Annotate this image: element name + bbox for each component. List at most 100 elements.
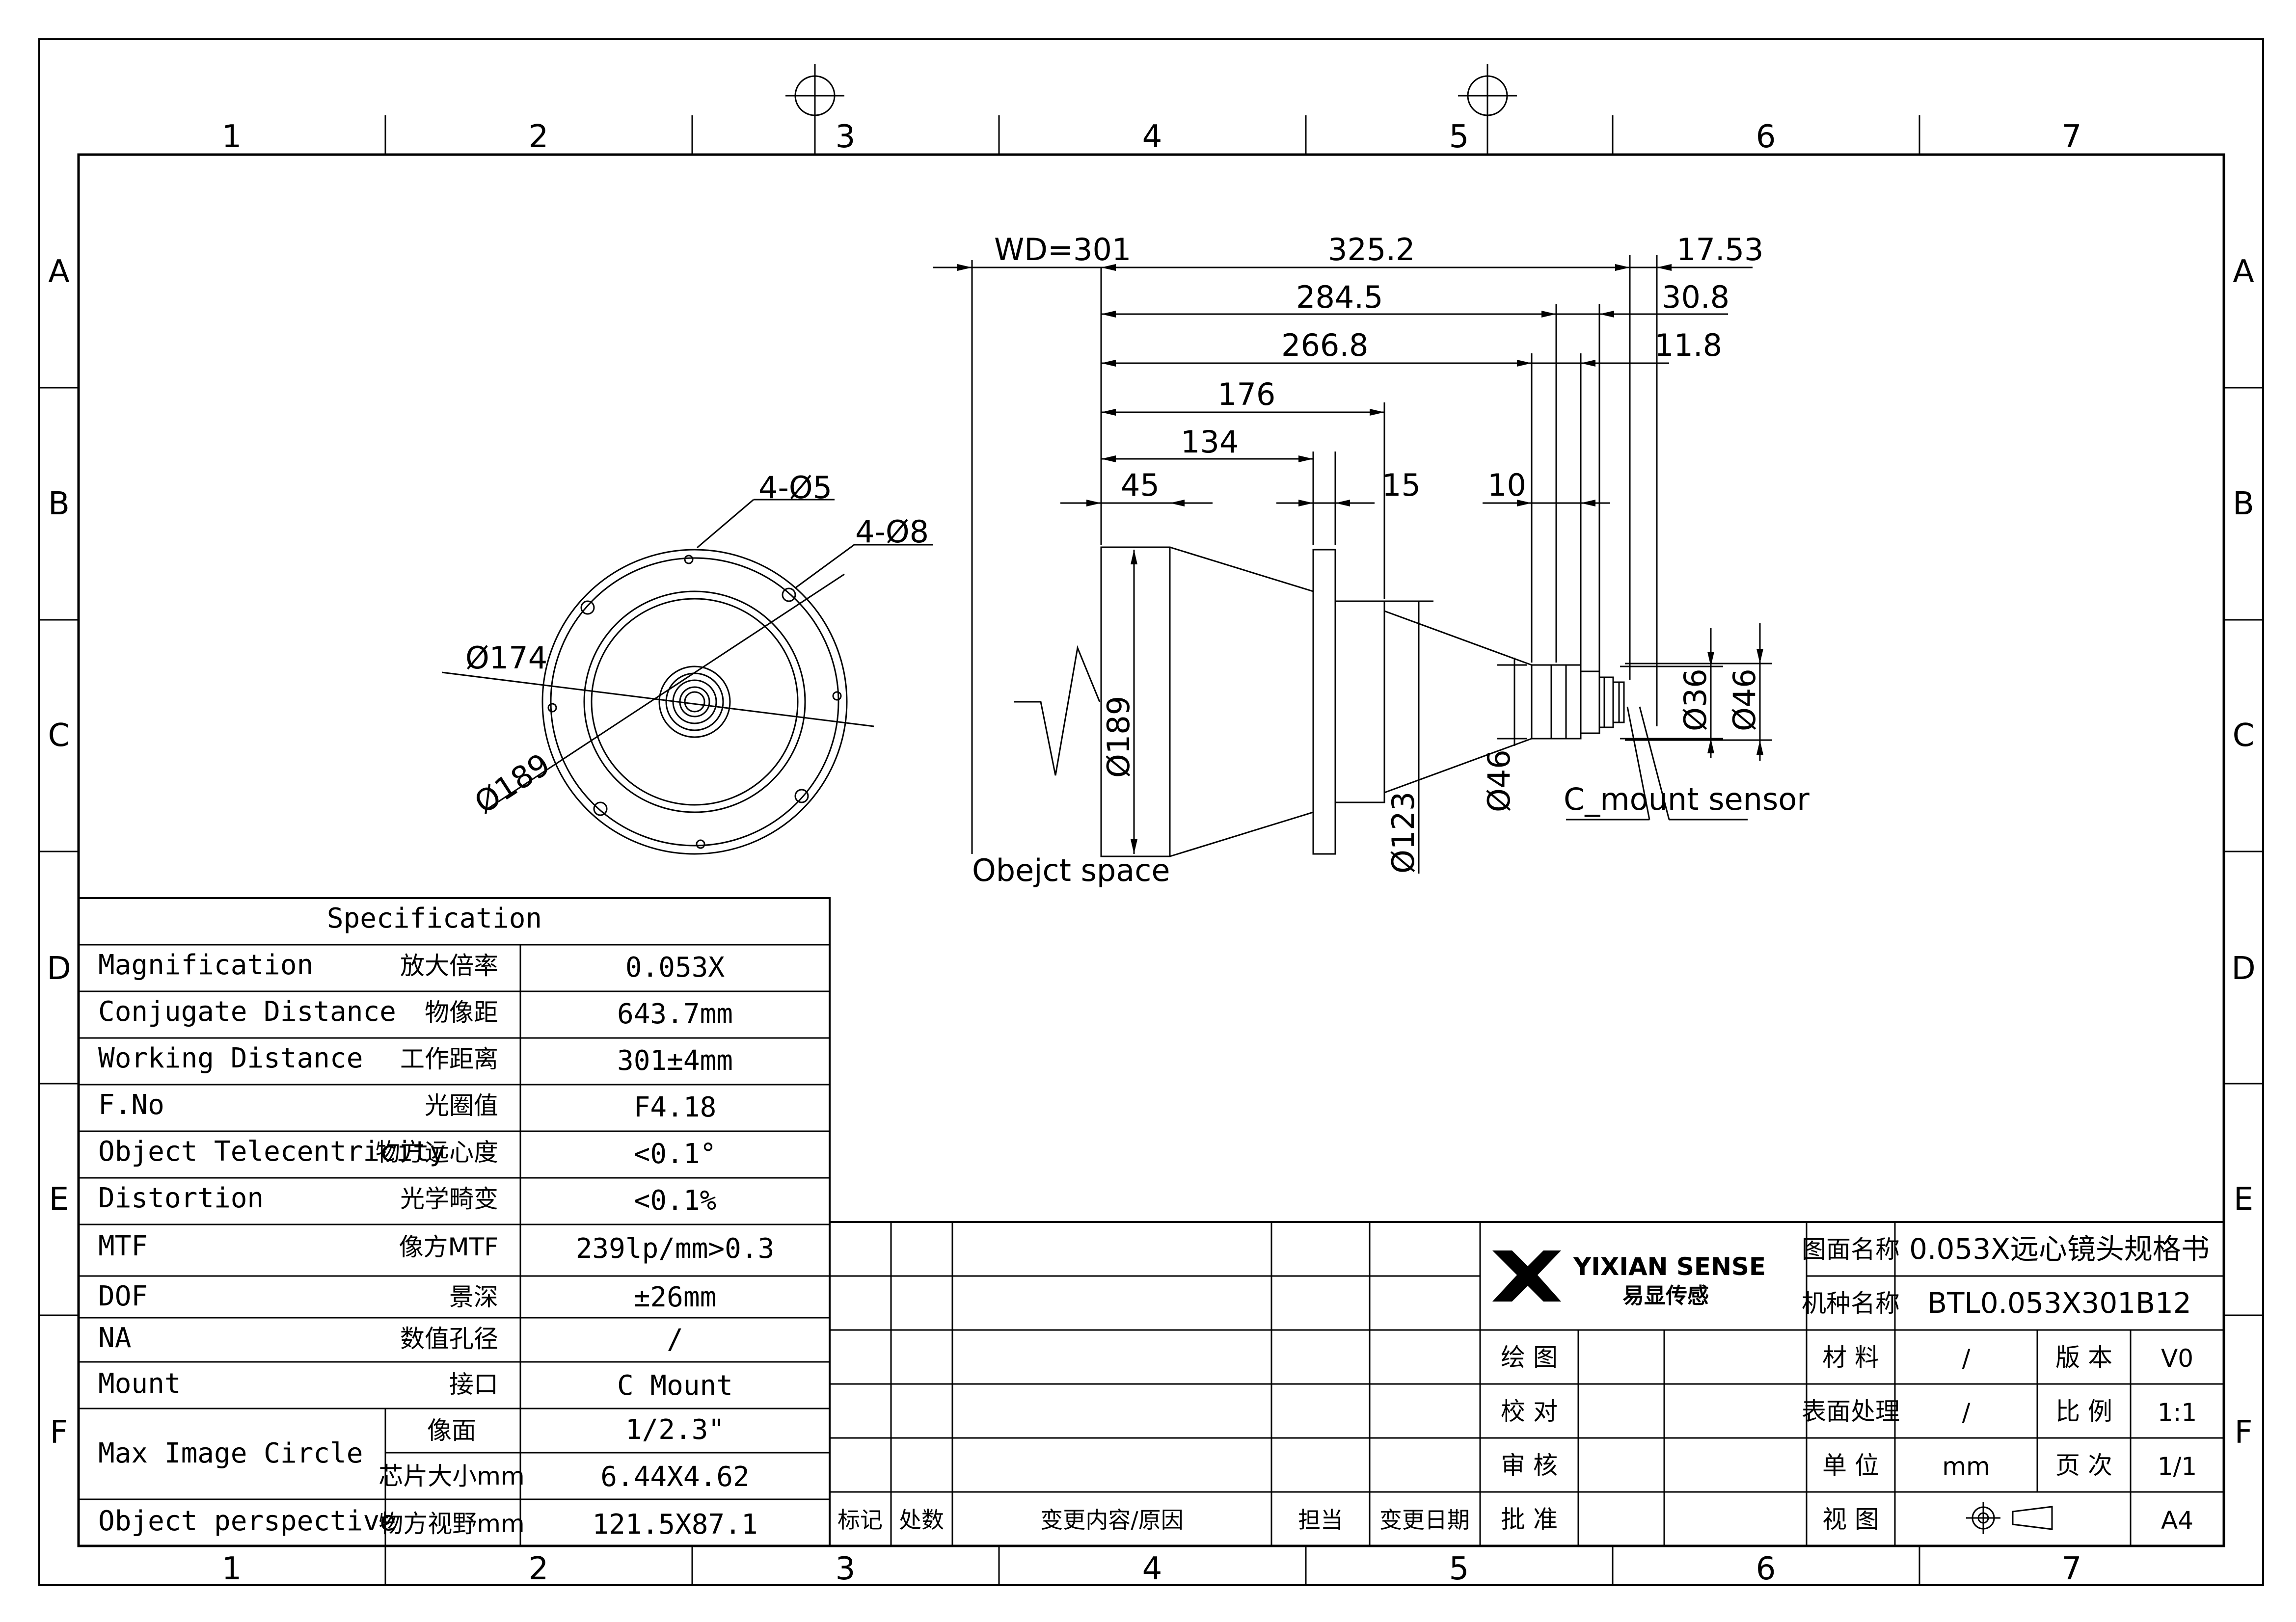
page-value: 1/1 bbox=[2158, 1452, 2197, 1481]
dim-dia-46-rear-label: Ø46 bbox=[1727, 668, 1762, 731]
rev-content-header: 变更内容/原因 bbox=[1040, 1507, 1184, 1533]
page-label: 页 次 bbox=[2055, 1451, 2112, 1480]
object-perspective-label: Object perspective bbox=[98, 1505, 396, 1537]
spec-row-en: Mount bbox=[98, 1368, 181, 1400]
scale-value: 1:1 bbox=[2158, 1398, 2197, 1427]
dim-30-8-label: 30.8 bbox=[1662, 279, 1729, 315]
spec-row-en: Distortion bbox=[98, 1182, 264, 1214]
title-block-text: 图面名称 0.053X远心镜头规格书 机种名称 BTL0.053X301B12 … bbox=[837, 1232, 2210, 1535]
version-value: V0 bbox=[2161, 1344, 2193, 1373]
spec-row-cn: 放大倍率 bbox=[400, 952, 498, 980]
row-label-right: E bbox=[2234, 1181, 2253, 1218]
row-label-left: A bbox=[48, 254, 70, 290]
spec-row-value: 0.053X bbox=[625, 952, 725, 984]
grid-labels: 1 2 3 4 5 6 7 1 2 3 4 5 6 7 A B C D E F … bbox=[47, 119, 2255, 1587]
sheet-size: A4 bbox=[2161, 1506, 2193, 1535]
dim-dia-123-label: Ø123 bbox=[1385, 792, 1421, 874]
check-label: 校 对 bbox=[1501, 1397, 1558, 1426]
spec-row-en: Working Distance bbox=[98, 1042, 363, 1074]
col-label-top: 1 bbox=[222, 119, 242, 155]
spec-row-value: / bbox=[667, 1324, 683, 1356]
rev-mark-header: 标记 bbox=[837, 1507, 883, 1533]
sensor-label: C_mount sensor bbox=[1564, 781, 1810, 817]
col-label-top: 5 bbox=[1449, 119, 1469, 155]
view-label: 视 图 bbox=[1822, 1505, 1879, 1534]
diameter-174-label: Ø174 bbox=[465, 640, 547, 676]
spec-row-cn: 数值孔径 bbox=[400, 1325, 498, 1353]
drawing-name-label: 图面名称 bbox=[1802, 1235, 1900, 1264]
spec-table-text: Specification Magnification 放大倍率 0.053X … bbox=[98, 903, 774, 1541]
chip-size-value: 6.44X4.62 bbox=[600, 1461, 749, 1493]
spec-row-en: F.No bbox=[98, 1089, 164, 1121]
col-label-bottom: 3 bbox=[836, 1551, 856, 1587]
review-label: 审 核 bbox=[1501, 1451, 1558, 1480]
spec-row-cn: 物方远心度 bbox=[376, 1138, 498, 1167]
object-fov-label: 物方视野mm bbox=[378, 1510, 524, 1538]
dim-dia-36-label: Ø36 bbox=[1677, 668, 1713, 731]
surface-label: 表面处理 bbox=[1802, 1397, 1900, 1426]
spec-row-en: DOF bbox=[98, 1280, 148, 1312]
spec-title: Specification bbox=[327, 903, 542, 934]
side-view-labels: WD=301 325.2 17.53 284.5 30.8 266.8 11.8… bbox=[972, 232, 1810, 888]
col-label-top: 3 bbox=[836, 119, 856, 155]
approve-label: 批 准 bbox=[1501, 1505, 1558, 1534]
dim-15-label: 15 bbox=[1382, 467, 1421, 503]
material-label: 材 料 bbox=[1822, 1343, 1879, 1372]
dim-dia-46-label: Ø46 bbox=[1481, 749, 1517, 812]
spec-row-cn: 物像距 bbox=[425, 998, 498, 1027]
logo-x-icon bbox=[1492, 1250, 1561, 1302]
col-label-bottom: 1 bbox=[222, 1551, 242, 1587]
row-label-left: D bbox=[47, 951, 71, 987]
spec-row-cn: 接口 bbox=[449, 1370, 498, 1399]
col-label-bottom: 5 bbox=[1449, 1551, 1469, 1587]
spec-row-value: C Mount bbox=[617, 1370, 733, 1402]
dim-325-label: 325.2 bbox=[1328, 232, 1415, 267]
col-label-bottom: 2 bbox=[529, 1551, 549, 1587]
surface-value: / bbox=[1962, 1398, 1971, 1427]
row-label-left: F bbox=[50, 1414, 68, 1451]
row-label-left: C bbox=[48, 718, 70, 754]
spec-row-en: MTF bbox=[98, 1230, 148, 1262]
dim-284-label: 284.5 bbox=[1296, 279, 1383, 315]
model-label: 机种名称 bbox=[1802, 1289, 1900, 1318]
spec-row-value: 301±4mm bbox=[617, 1045, 733, 1077]
max-image-circle-label: Max Image Circle bbox=[98, 1437, 363, 1469]
holes-large-label: 4-Ø8 bbox=[855, 514, 929, 550]
dim-10-label: 10 bbox=[1487, 467, 1526, 503]
object-fov-value: 121.5X87.1 bbox=[592, 1509, 757, 1541]
row-label-left: B bbox=[48, 486, 70, 522]
row-label-right: F bbox=[2235, 1414, 2253, 1451]
material-value: / bbox=[1962, 1344, 1971, 1373]
logo-text-cn: 易显传感 bbox=[1622, 1283, 1709, 1308]
dim-176-label: 176 bbox=[1217, 376, 1275, 412]
spec-row-value: <0.1° bbox=[634, 1138, 717, 1170]
title-block bbox=[829, 1221, 2225, 1547]
dim-11-8-label: 11.8 bbox=[1654, 327, 1722, 363]
holes-small-label: 4-Ø5 bbox=[758, 470, 832, 505]
spec-row-en: Object Telecentricity bbox=[98, 1136, 446, 1168]
unit-label: 单 位 bbox=[1822, 1451, 1879, 1480]
company-logo: YIXIAN SENSE 易显传感 bbox=[1492, 1250, 1766, 1308]
spec-row-cn: 工作距离 bbox=[400, 1045, 498, 1073]
logo-text-en: YIXIAN SENSE bbox=[1573, 1252, 1766, 1281]
spec-row-cn: 像方MTF bbox=[399, 1233, 498, 1261]
row-label-left: E bbox=[49, 1181, 69, 1218]
col-label-bottom: 7 bbox=[2062, 1551, 2082, 1587]
rev-owner-header: 担当 bbox=[1298, 1507, 1343, 1533]
dim-134-label: 134 bbox=[1181, 424, 1239, 460]
col-label-top: 7 bbox=[2062, 119, 2082, 155]
chip-size-label: 芯片大小mm bbox=[378, 1462, 524, 1490]
front-view bbox=[441, 499, 933, 855]
object-space-label: Obejct space bbox=[972, 852, 1170, 888]
spec-row-value: 239lp/mm>0.3 bbox=[576, 1233, 775, 1265]
col-label-top: 4 bbox=[1142, 119, 1162, 155]
row-label-right: D bbox=[2231, 951, 2255, 987]
side-view-arrows bbox=[957, 264, 1763, 854]
spec-row-cn: 光圈值 bbox=[425, 1091, 498, 1120]
spec-row-en: Conjugate Distance bbox=[98, 996, 396, 1028]
spec-row-value: ±26mm bbox=[634, 1281, 717, 1313]
spec-row-value: 643.7mm bbox=[617, 998, 733, 1030]
row-label-right: C bbox=[2233, 718, 2255, 754]
rev-count-header: 处数 bbox=[899, 1507, 944, 1533]
